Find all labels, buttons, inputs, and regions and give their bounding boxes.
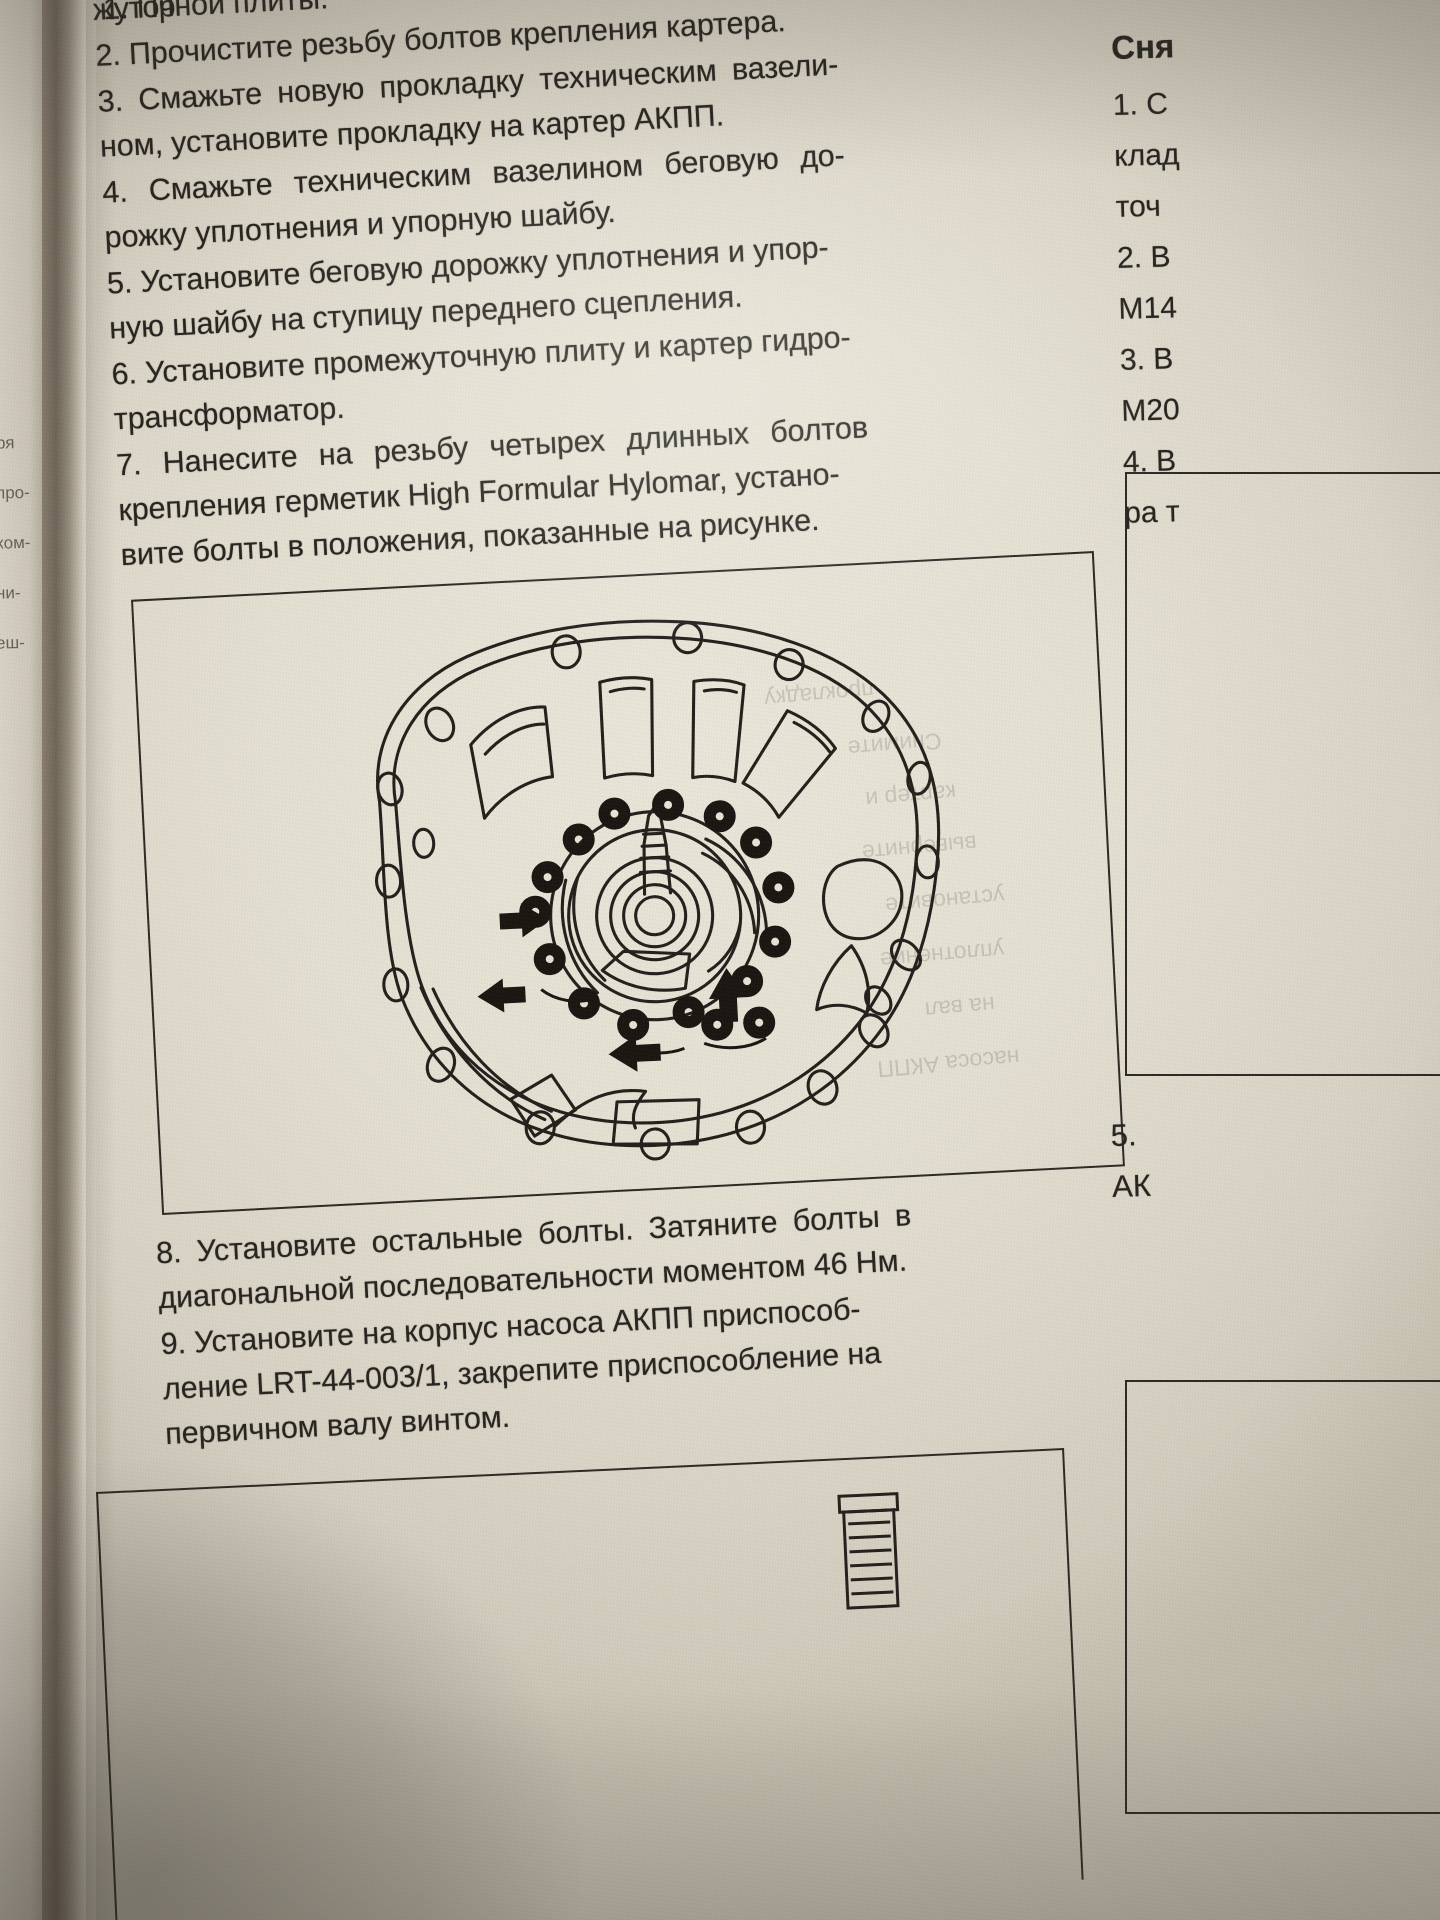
right-column-heading: Сня — [1110, 27, 1175, 66]
svg-text:картер и: картер и — [865, 779, 958, 813]
text-line: 1. Пр — [102, 0, 177, 27]
gutter-fragment-1: про- — [0, 482, 30, 503]
svg-text:Снимите: Снимите — [847, 728, 943, 762]
gutter-fragment-4: еш- — [0, 633, 25, 653]
gutter-fragment-0: ря — [0, 433, 15, 453]
figure-bellhousing-bolt-pattern: прокладку Снимите картер и выверните уст… — [131, 551, 1125, 1216]
right-column-lower-line: 5. — [1110, 1117, 1138, 1153]
bottom-figure-fragment — [837, 1492, 900, 1610]
previous-page-edge: ря про- ком- ни- еш- — [0, 0, 42, 1920]
svg-text:насоса АКПП: насоса АКПП — [876, 1044, 1020, 1082]
right-column-line: 1. С — [1112, 87, 1169, 122]
svg-text:прокладку: прокладку — [763, 677, 875, 712]
right-figure-box-upper — [1125, 472, 1440, 1076]
right-column-line: клад — [1113, 138, 1180, 173]
gutter-shadow — [86, 0, 116, 1920]
gutter-fragment-2: ком- — [0, 532, 31, 553]
right-column-line: 3. В — [1119, 342, 1174, 377]
right-column-line: 2. В — [1116, 240, 1171, 275]
svg-text:выверните: выверните — [861, 830, 978, 866]
figure-drawing: прокладку Снимите картер и выверните уст… — [375, 619, 1021, 1161]
figure-box-bottom-partial — [96, 1448, 1084, 1920]
bolt-position-arrows — [477, 903, 747, 1072]
right-column-lower-line: АК — [1111, 1167, 1152, 1204]
right-column-line: М20 — [1120, 393, 1181, 428]
svg-text:на вал: на вал — [924, 992, 996, 1024]
right-text-column-lower: 5. АК — [1110, 1101, 1440, 1212]
book-gutter: ря про- ком- ни- еш- — [0, 0, 116, 1920]
right-column-line: точ — [1115, 189, 1162, 224]
right-figure-box-lower — [1125, 1380, 1440, 1814]
main-text-column: 1. Пр жуточной плиты. 2. Прочистите резь… — [92, 0, 1175, 1458]
svg-text:уплотнение: уплотнение — [879, 937, 1005, 974]
gutter-fragment-3: ни- — [0, 583, 21, 603]
right-text-column: Сня 1. С клад точ 2. В М14 3. В М20 4. В… — [1110, 0, 1440, 539]
right-column-line: М14 — [1118, 291, 1178, 326]
